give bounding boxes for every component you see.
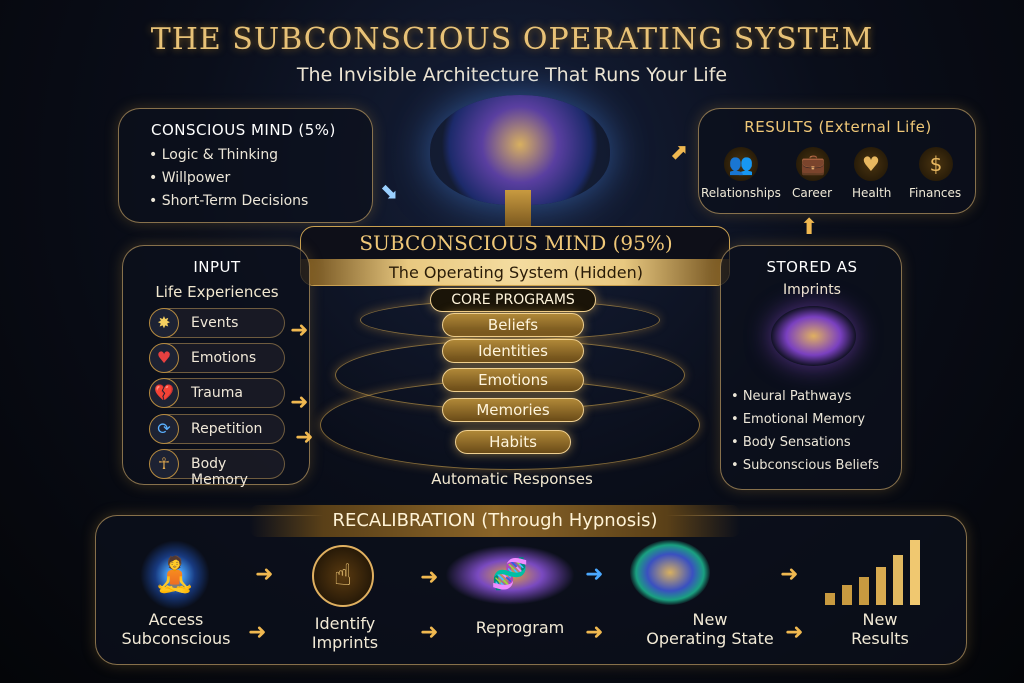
step-reprogram: Reprogram	[455, 618, 585, 637]
heart-icon: ♥	[854, 147, 888, 181]
brain-icon	[430, 95, 610, 205]
stored-item: Emotional Memory	[731, 412, 865, 427]
stored-subtitle: Imprints	[783, 282, 841, 298]
stored-item: Body Sensations	[731, 435, 851, 450]
page-title: THE SUBCONSCIOUS OPERATING SYSTEM	[150, 22, 874, 57]
input-item-events: ✸ Events	[149, 308, 285, 338]
subconscious-banner: SUBCONSCIOUS MIND (95%) The Operating Sy…	[300, 226, 730, 286]
burst-icon: ✸	[149, 308, 179, 338]
arrow-right-icon: ➜	[295, 425, 314, 450]
conscious-item: Logic & Thinking	[149, 147, 278, 163]
heart-icon: ♥	[149, 343, 179, 373]
input-item-label: Repetition	[191, 421, 263, 437]
arrow-right-icon: ➜	[420, 620, 439, 645]
body-icon: ☥	[149, 449, 179, 479]
result-label: Relationships	[701, 186, 781, 200]
core-programs-header: CORE PROGRAMS	[430, 288, 596, 312]
meditation-icon: 🧘	[140, 540, 210, 610]
input-item-trauma: 💔 Trauma	[149, 378, 285, 408]
dollar-icon: $	[919, 147, 953, 181]
stored-item: Subconscious Beliefs	[731, 458, 879, 473]
input-item-body-memory: ☥ Body Memory	[149, 449, 285, 488]
input-subtitle: Life Experiences	[155, 283, 279, 301]
subconscious-title: SUBCONSCIOUS MIND (95%)	[359, 231, 673, 255]
step-line: Operating State	[646, 629, 774, 648]
conscious-title: CONSCIOUS MIND (5%)	[151, 121, 336, 139]
results-panel: RESULTS (External Life) 👥 💼 ♥ $ Relation…	[698, 108, 976, 214]
arrow-right-icon: ➜	[290, 390, 309, 415]
arrow-right-icon: ➜	[785, 620, 804, 645]
step-line: Identify	[314, 614, 376, 633]
step-line: Results	[851, 629, 909, 648]
input-item-label: Emotions	[191, 350, 257, 366]
automatic-responses-label: Automatic Responses	[431, 470, 593, 488]
subconscious-subtitle: The Operating System (Hidden)	[301, 259, 729, 285]
recalibration-banner: RECALIBRATION (Through Hypnosis)	[250, 505, 740, 537]
input-item-repetition: ⟳ Repetition	[149, 414, 285, 444]
input-item-label: Body Memory	[191, 456, 248, 488]
dna-icon: 🧬	[445, 545, 575, 605]
input-item-emotions: ♥ Emotions	[149, 343, 285, 373]
fingerprint-icon: ☝	[312, 545, 374, 607]
arrow-up-icon: ⬆	[800, 215, 819, 240]
step-line: Access	[148, 610, 204, 629]
growth-chart-icon	[820, 530, 935, 605]
arrow-right-icon: ➜	[420, 565, 439, 590]
result-label: Finances	[909, 186, 962, 200]
people-icon: 👥	[724, 147, 758, 181]
results-title: RESULTS (External Life)	[699, 118, 977, 136]
program-memories: Memories	[442, 398, 584, 422]
arrow-right-icon: ➜	[585, 562, 604, 587]
result-label: Health	[852, 186, 892, 200]
step-line: Imprints	[311, 633, 379, 652]
stored-as-panel: STORED AS Imprints Neural Pathways Emoti…	[720, 245, 902, 490]
conscious-item: Willpower	[149, 170, 230, 186]
conscious-item: Short-Term Decisions	[149, 193, 309, 209]
stored-item: Neural Pathways	[731, 389, 852, 404]
step-line: Reprogram	[475, 618, 565, 637]
arrow-right-icon: ➜	[290, 318, 309, 343]
glow-ring	[320, 380, 700, 470]
new-brain-icon	[630, 540, 710, 605]
cycle-icon: ⟳	[149, 414, 179, 444]
program-beliefs: Beliefs	[442, 313, 584, 337]
arrow-down-icon: ⬊	[380, 180, 399, 205]
arrow-right-icon: ➜	[780, 562, 799, 587]
results-title-text: RESULTS (External Life)	[744, 118, 932, 136]
stored-title: STORED AS	[766, 258, 858, 276]
program-habits: Habits	[455, 430, 571, 454]
input-title: INPUT	[193, 258, 241, 276]
briefcase-icon: 💼	[796, 147, 830, 181]
step-line: Subconscious	[121, 629, 231, 648]
arrow-right-icon: ➜	[255, 562, 274, 587]
program-identities: Identities	[442, 339, 584, 363]
result-label: Career	[792, 186, 833, 200]
broken-heart-icon: 💔	[149, 378, 179, 408]
imprint-brain-icon	[771, 306, 856, 366]
recalibration-title: RECALIBRATION (Through Hypnosis)	[332, 510, 658, 531]
arrow-right-icon: ➜	[585, 620, 604, 645]
input-item-label: Events	[191, 315, 239, 331]
arrow-up-right-icon: ⬈	[670, 140, 689, 165]
program-emotions: Emotions	[442, 368, 584, 392]
step-line: New	[692, 610, 728, 629]
page-subtitle: The Invisible Architecture That Runs You…	[296, 64, 728, 86]
arrow-right-icon: ➜	[248, 620, 267, 645]
input-item-label: Trauma	[191, 385, 243, 401]
conscious-mind-panel: CONSCIOUS MIND (5%) Logic & Thinking Wil…	[118, 108, 373, 223]
step-line: New	[862, 610, 898, 629]
